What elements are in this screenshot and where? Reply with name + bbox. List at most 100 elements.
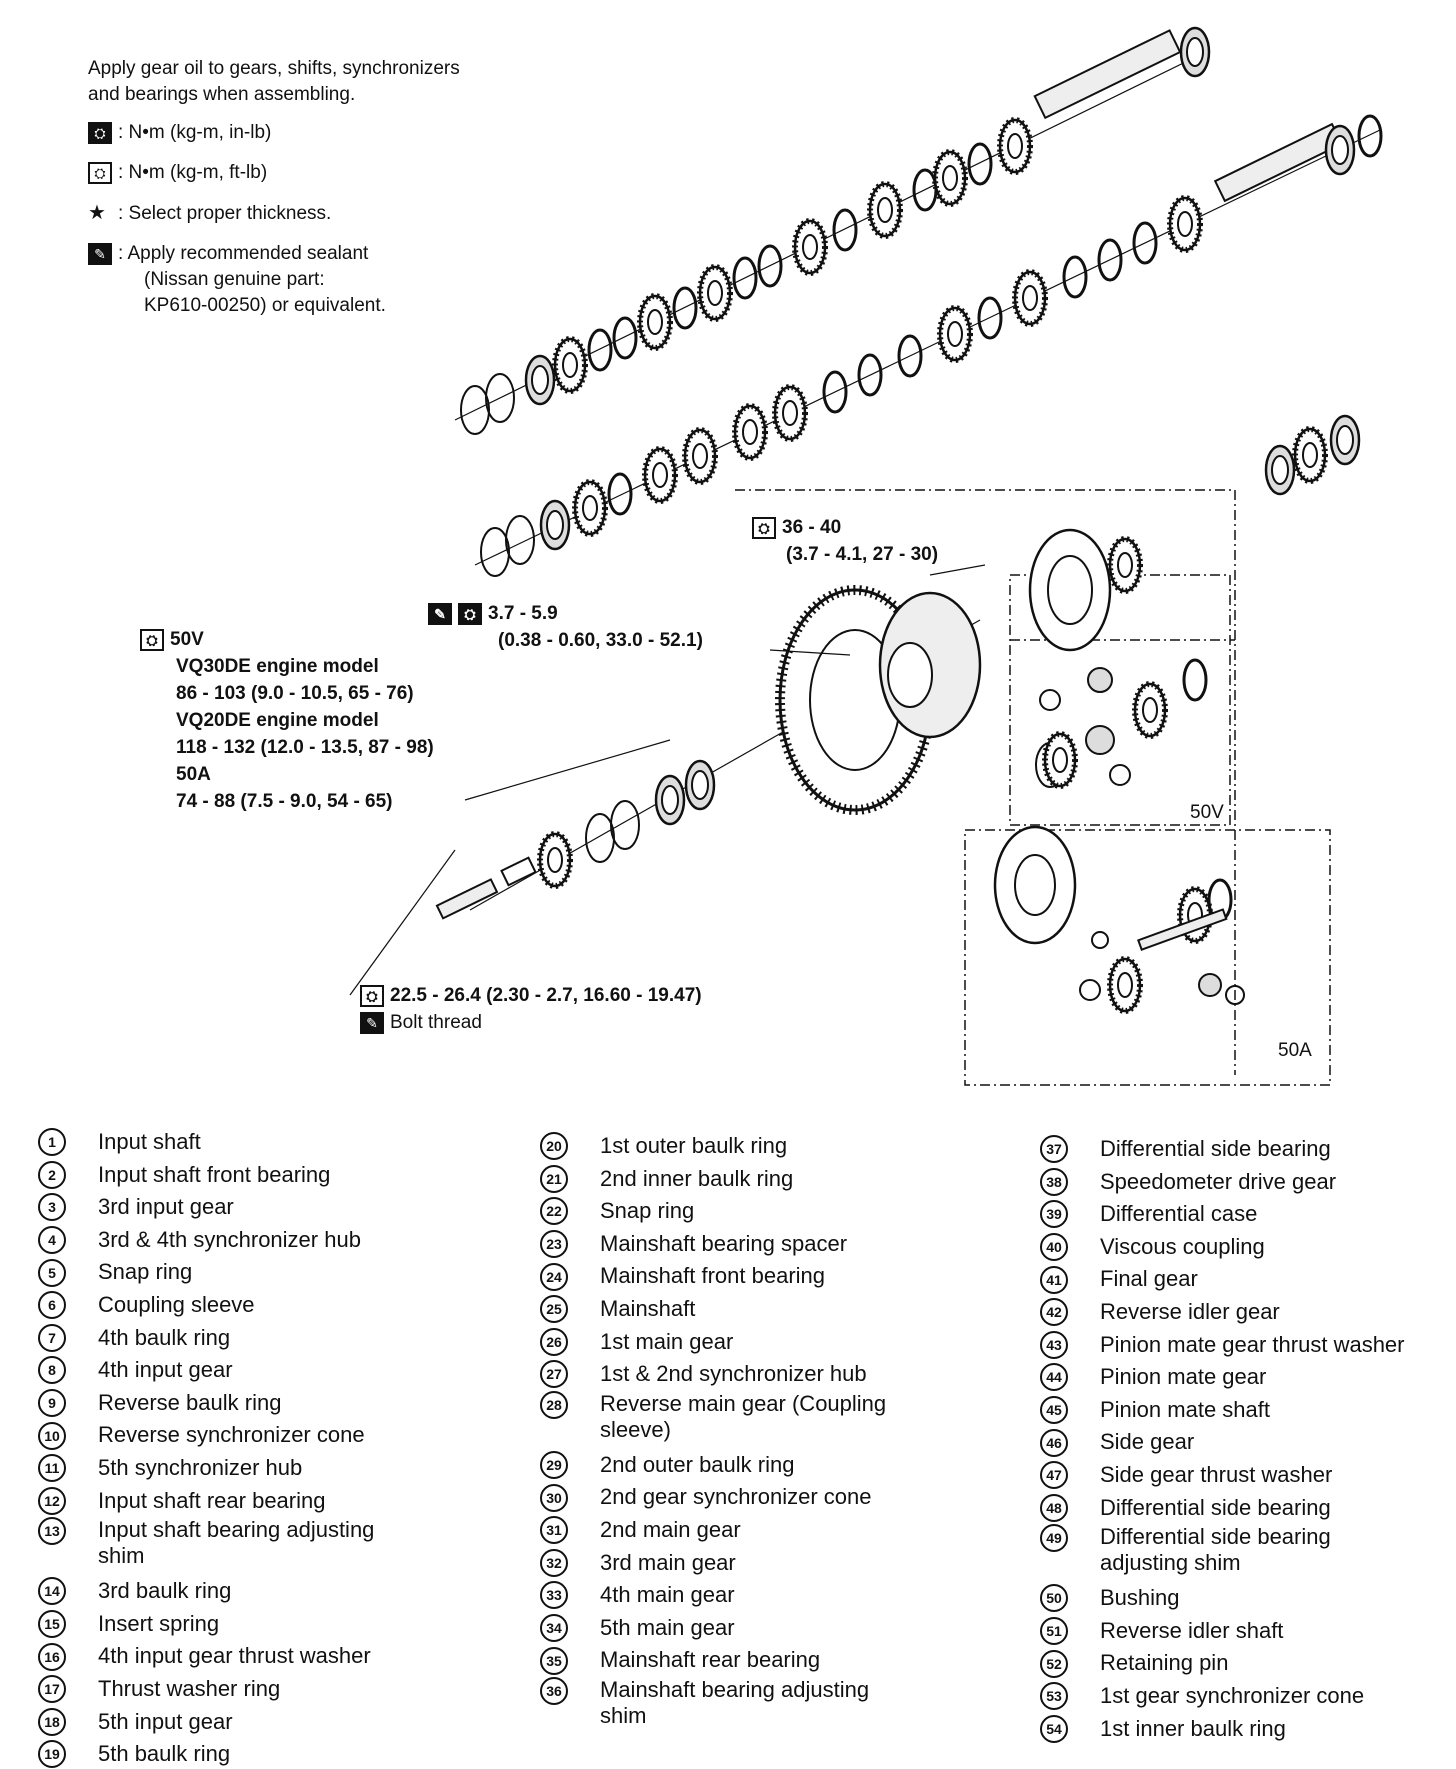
sealant-icon: ✎: [88, 242, 112, 265]
part-name: Viscous coupling: [1100, 1233, 1265, 1259]
mainshaft-assembly: [474, 114, 1383, 577]
assembly-note: Apply gear oil to gears, shifts, synchro…: [88, 56, 608, 319]
part-number-badge: 46: [1040, 1428, 1068, 1457]
sealant-icon: ✎: [428, 602, 452, 625]
part-name: 3rd baulk ring: [98, 1578, 232, 1604]
part-name: Side gear thrust washer: [1100, 1462, 1333, 1488]
part-number-badge: 7: [38, 1323, 66, 1352]
part-name: Input shaft rear bearing: [98, 1487, 326, 1513]
part-number-badge: 42: [1040, 1298, 1068, 1327]
part-name: 4th input gear thrust washer: [98, 1643, 371, 1669]
part-number-badge: 44: [1040, 1363, 1068, 1392]
legend-item: 14 3rd baulk ring: [38, 1575, 232, 1606]
note-line-2: and bearings when assembling.: [88, 84, 356, 105]
part-name: Pinion mate gear: [1100, 1364, 1267, 1390]
part-name: Thrust washer ring: [98, 1676, 281, 1702]
part-number-badge: 36: [540, 1677, 568, 1705]
part-name: 5th main gear: [600, 1614, 735, 1640]
spec-differential-bolts: ⛭36 - 40 (3.7 - 4.1, 27 - 30): [752, 514, 938, 568]
part-name: Pinion mate gear thrust washer: [1100, 1331, 1405, 1357]
part-name: Mainshaft bearing spacer: [600, 1230, 848, 1256]
part-number-badge: 3: [38, 1193, 66, 1222]
part-name: 1st outer baulk ring: [600, 1133, 788, 1159]
part-number-badge: 6: [38, 1291, 66, 1320]
part-number-badge: 20: [540, 1132, 568, 1161]
spec-final-gear-bolts: ⛭50V VQ30DE engine model 86 - 103 (9.0 -…: [140, 626, 434, 815]
sealant-icon: ✎: [360, 1011, 384, 1034]
part-name: 2nd main gear: [600, 1517, 741, 1543]
part-name: 2nd outer baulk ring: [600, 1451, 795, 1477]
part-name: 3rd & 4th synchronizer hub: [98, 1226, 361, 1252]
part-name: 1st inner baulk ring: [1100, 1715, 1286, 1741]
part-number-badge: 28: [540, 1390, 568, 1419]
legend-item: 43 Pinion mate gear thrust washer: [1040, 1329, 1405, 1359]
note-torque-inlb: ⛭: N•m (kg-m, in-lb): [88, 120, 608, 146]
part-number-badge: 19: [38, 1740, 66, 1769]
legend-item: 20 1st outer baulk ring: [540, 1130, 788, 1161]
part-name: Differential side bearing: [1100, 1136, 1331, 1162]
part-number-badge: 43: [1040, 1330, 1068, 1359]
part-number-badge: 1: [38, 1128, 66, 1157]
legend-item: 44 Pinion mate gear: [1040, 1361, 1267, 1392]
legend-item: 38 Speedometer drive gear: [1040, 1166, 1336, 1196]
part-name: 1st main gear: [600, 1328, 734, 1354]
tag-50a: 50A: [1278, 1040, 1312, 1061]
torque-wrench-outline-icon: ⛭: [88, 161, 112, 184]
part-number-badge: 30: [540, 1483, 568, 1512]
part-number-badge: 23: [540, 1229, 568, 1258]
part-number-badge: 5: [38, 1258, 66, 1287]
part-number-badge: 52: [1040, 1649, 1068, 1678]
part-number-badge: 8: [38, 1356, 66, 1385]
part-number-badge: 24: [540, 1262, 568, 1291]
part-number-badge: 32: [540, 1548, 568, 1577]
torque-wrench-outline-icon: ⛭: [140, 628, 164, 651]
part-name: Mainshaft: [600, 1296, 696, 1322]
part-name: 5th input gear: [98, 1708, 233, 1734]
part-name: 4th main gear: [600, 1582, 735, 1608]
part-name: Input shaft bearing adjusting shim: [98, 1517, 375, 1569]
note-line-1: Apply gear oil to gears, shifts, synchro…: [88, 58, 460, 79]
part-number-badge: 11: [38, 1454, 66, 1483]
part-name: Mainshaft front bearing: [600, 1263, 826, 1289]
part-number-badge: 49: [1040, 1524, 1068, 1553]
part-number-badge: 22: [540, 1197, 568, 1226]
part-name: Snap ring: [98, 1259, 193, 1285]
part-number-badge: 40: [1040, 1232, 1068, 1261]
part-name: Speedometer drive gear: [1100, 1168, 1337, 1194]
part-name: 5th synchronizer hub: [98, 1455, 303, 1481]
note-select-thickness: ★: Select proper thickness.: [88, 202, 332, 224]
part-number-badge: 38: [1040, 1167, 1068, 1196]
differential-50a-box: [964, 825, 1331, 1086]
tag-50v: 50V: [1190, 802, 1224, 823]
legend-item: 11 5th synchronizer hub: [38, 1452, 303, 1483]
part-name: Reverse idler shaft: [1100, 1617, 1284, 1643]
part-name: Mainshaft bearing adjusting shim: [600, 1677, 870, 1728]
legend-item: 23 Mainshaft bearing spacer: [540, 1228, 847, 1258]
part-name: Snap ring: [600, 1198, 695, 1224]
part-number-badge: 14: [38, 1577, 66, 1606]
